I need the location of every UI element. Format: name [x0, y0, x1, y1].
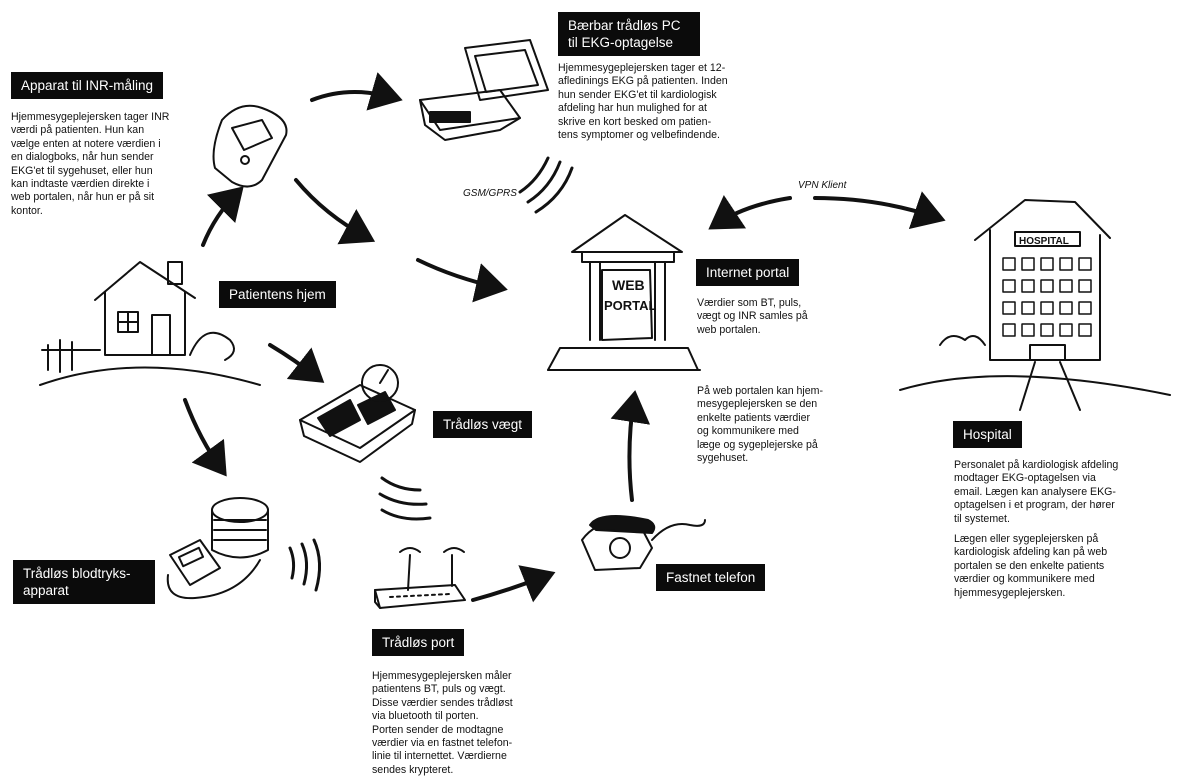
telephone-icon [581, 515, 706, 571]
wireless-waves [288, 156, 574, 592]
gsm-gprs-annotation: GSM/GPRS [463, 188, 517, 199]
vpn-client-annotation: VPN Klient [798, 180, 847, 191]
inr-device-icon [212, 104, 288, 188]
laptop-description: Hjemmesygeplejersken tager et 12- afledi… [558, 62, 728, 142]
laptop-icon [419, 39, 549, 141]
arrow-hospital-to-portal [708, 195, 792, 230]
arrow-portal-to-hospital [813, 191, 946, 230]
web-portal-icon: WEB PORTAL [547, 214, 701, 371]
arrow-phone-to-portal [610, 390, 651, 502]
patient-home-label: Patientens hjem [219, 281, 336, 308]
inr-device-label: Apparat til INR-måling [11, 72, 164, 99]
wireless-scale-label: Trådløs vægt [433, 411, 533, 438]
arrow-home-to-inr [201, 186, 244, 247]
arrow-home-to-bp [183, 398, 227, 477]
blood-pressure-label: Trådløs blodtryks-apparat [13, 560, 155, 604]
internet-portal-label: Internet portal [696, 259, 800, 286]
web-sign-line2: PORTAL [604, 298, 657, 313]
inr-description: Hjemmesygeplejersken tager INR værdi på … [11, 111, 170, 217]
wireless-port-icon [374, 547, 466, 609]
hospital-sign: HOSPITAL [1019, 236, 1069, 247]
arrow-inr-to-pc [310, 72, 403, 111]
wireless-port-label: Trådløs port [372, 629, 465, 656]
port-description: Hjemmesygeplejersken måler patientens BT… [372, 670, 513, 776]
hospital-icon: HOSPITAL [899, 199, 1171, 411]
portal-description-2: På web portalen kan hjem- mesygeplejersk… [697, 385, 824, 465]
hospital-description-1: Personalet på kardiologisk afdeling modt… [954, 459, 1119, 525]
web-sign-line1: WEB [612, 277, 645, 293]
house-icon [39, 261, 261, 386]
hospital-label: Hospital [953, 421, 1022, 448]
scale-icon [299, 364, 416, 463]
blood-pressure-icon [166, 497, 269, 600]
hospital-description-2: Lægen eller sygeplejersken på kardiologi… [954, 533, 1108, 599]
flow-arrows [183, 72, 946, 603]
portal-description: Værdier som BT, puls, vægt og INR samles… [697, 297, 808, 336]
arrow-port-to-phone [471, 565, 556, 603]
laptop-label: Bærbar trådløs PC til EKG-optagelse [558, 12, 700, 56]
landline-phone-label: Fastnet telefon [656, 564, 766, 591]
arrow-home-to-scale [268, 343, 325, 383]
arrow-inr-to-portal [294, 178, 376, 245]
arrow-home-to-portal [416, 258, 508, 303]
